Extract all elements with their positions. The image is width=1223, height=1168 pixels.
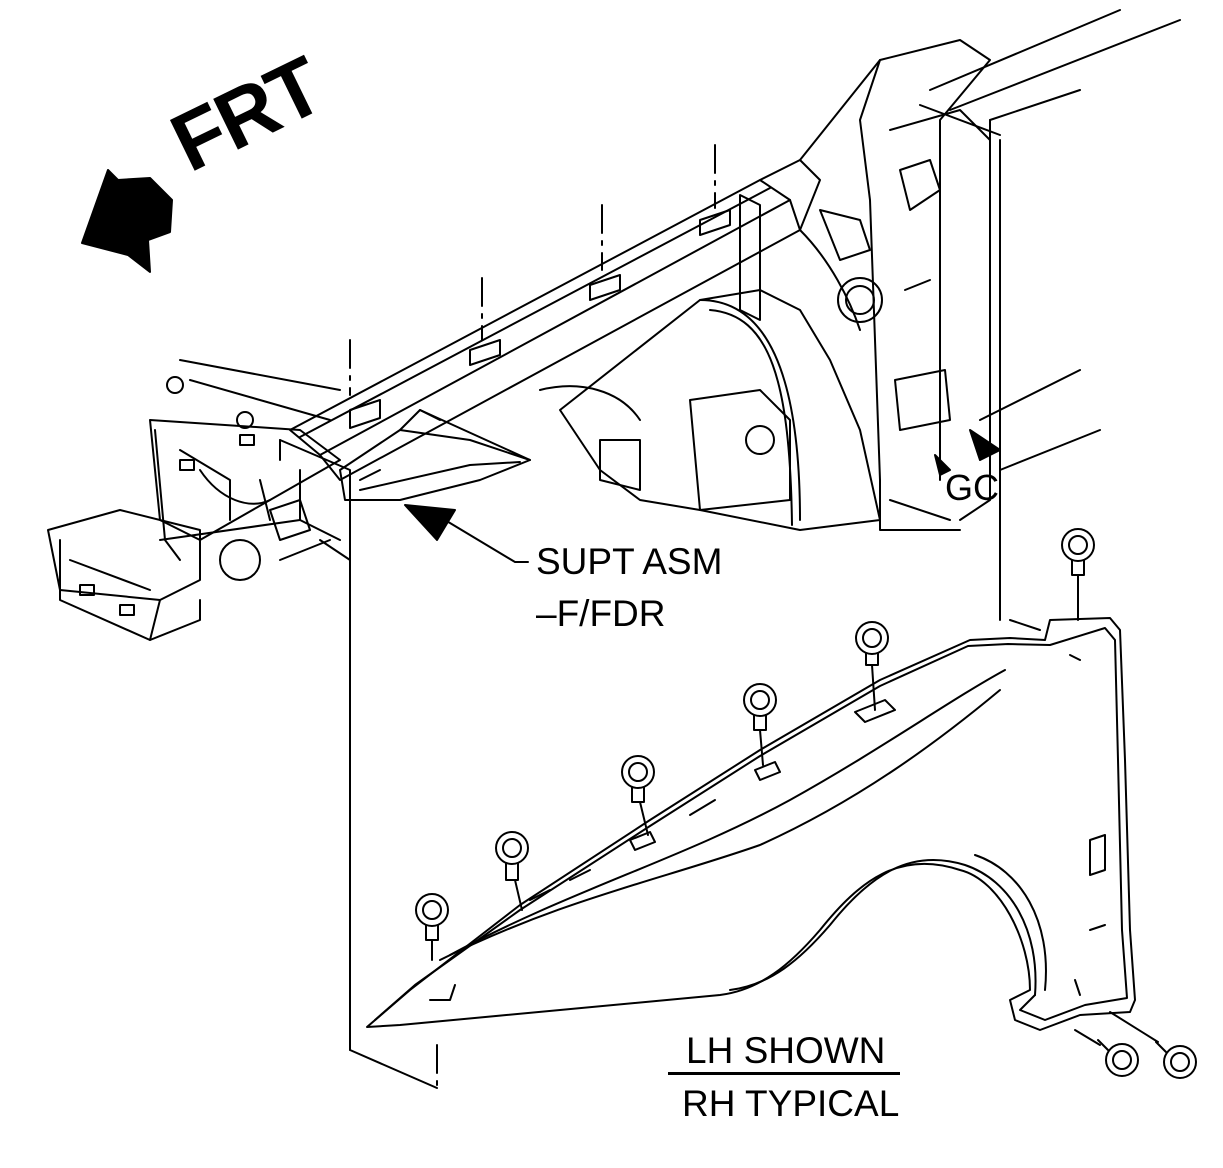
- wheelhouse-panel: [539, 209, 881, 531]
- fender-bolt-5: [855, 621, 889, 711]
- gc-callout-label: GC: [945, 467, 999, 508]
- fender-support-bracket: [339, 409, 531, 501]
- fender-bolt-1: [415, 893, 449, 961]
- label-divider-rule: [668, 1072, 900, 1075]
- fender-bolt-2: [495, 831, 529, 911]
- supt-asm-sublabel: –F/FDR: [536, 593, 666, 634]
- supt-asm-label: SUPT ASM: [536, 541, 723, 582]
- body-structure-hinge-pillar: [799, 9, 1181, 621]
- fender-bolt-4: [743, 683, 777, 766]
- lh-shown-label: LH SHOWN: [686, 1030, 886, 1071]
- fender-bolt-lower-2: [1109, 1011, 1197, 1079]
- supt-asm-pointer-arrow-icon: [404, 504, 456, 541]
- rh-typical-label: RH TYPICAL: [682, 1083, 900, 1124]
- front-fender-panel: [366, 617, 1136, 1031]
- fender-bolt-6: [1061, 528, 1095, 621]
- fender-bolt-lower-1: [1074, 1029, 1139, 1077]
- body-structure-upper-rail: [289, 159, 821, 481]
- front-rail-radiator-support: [47, 359, 351, 641]
- fender-bolt-3: [621, 755, 655, 836]
